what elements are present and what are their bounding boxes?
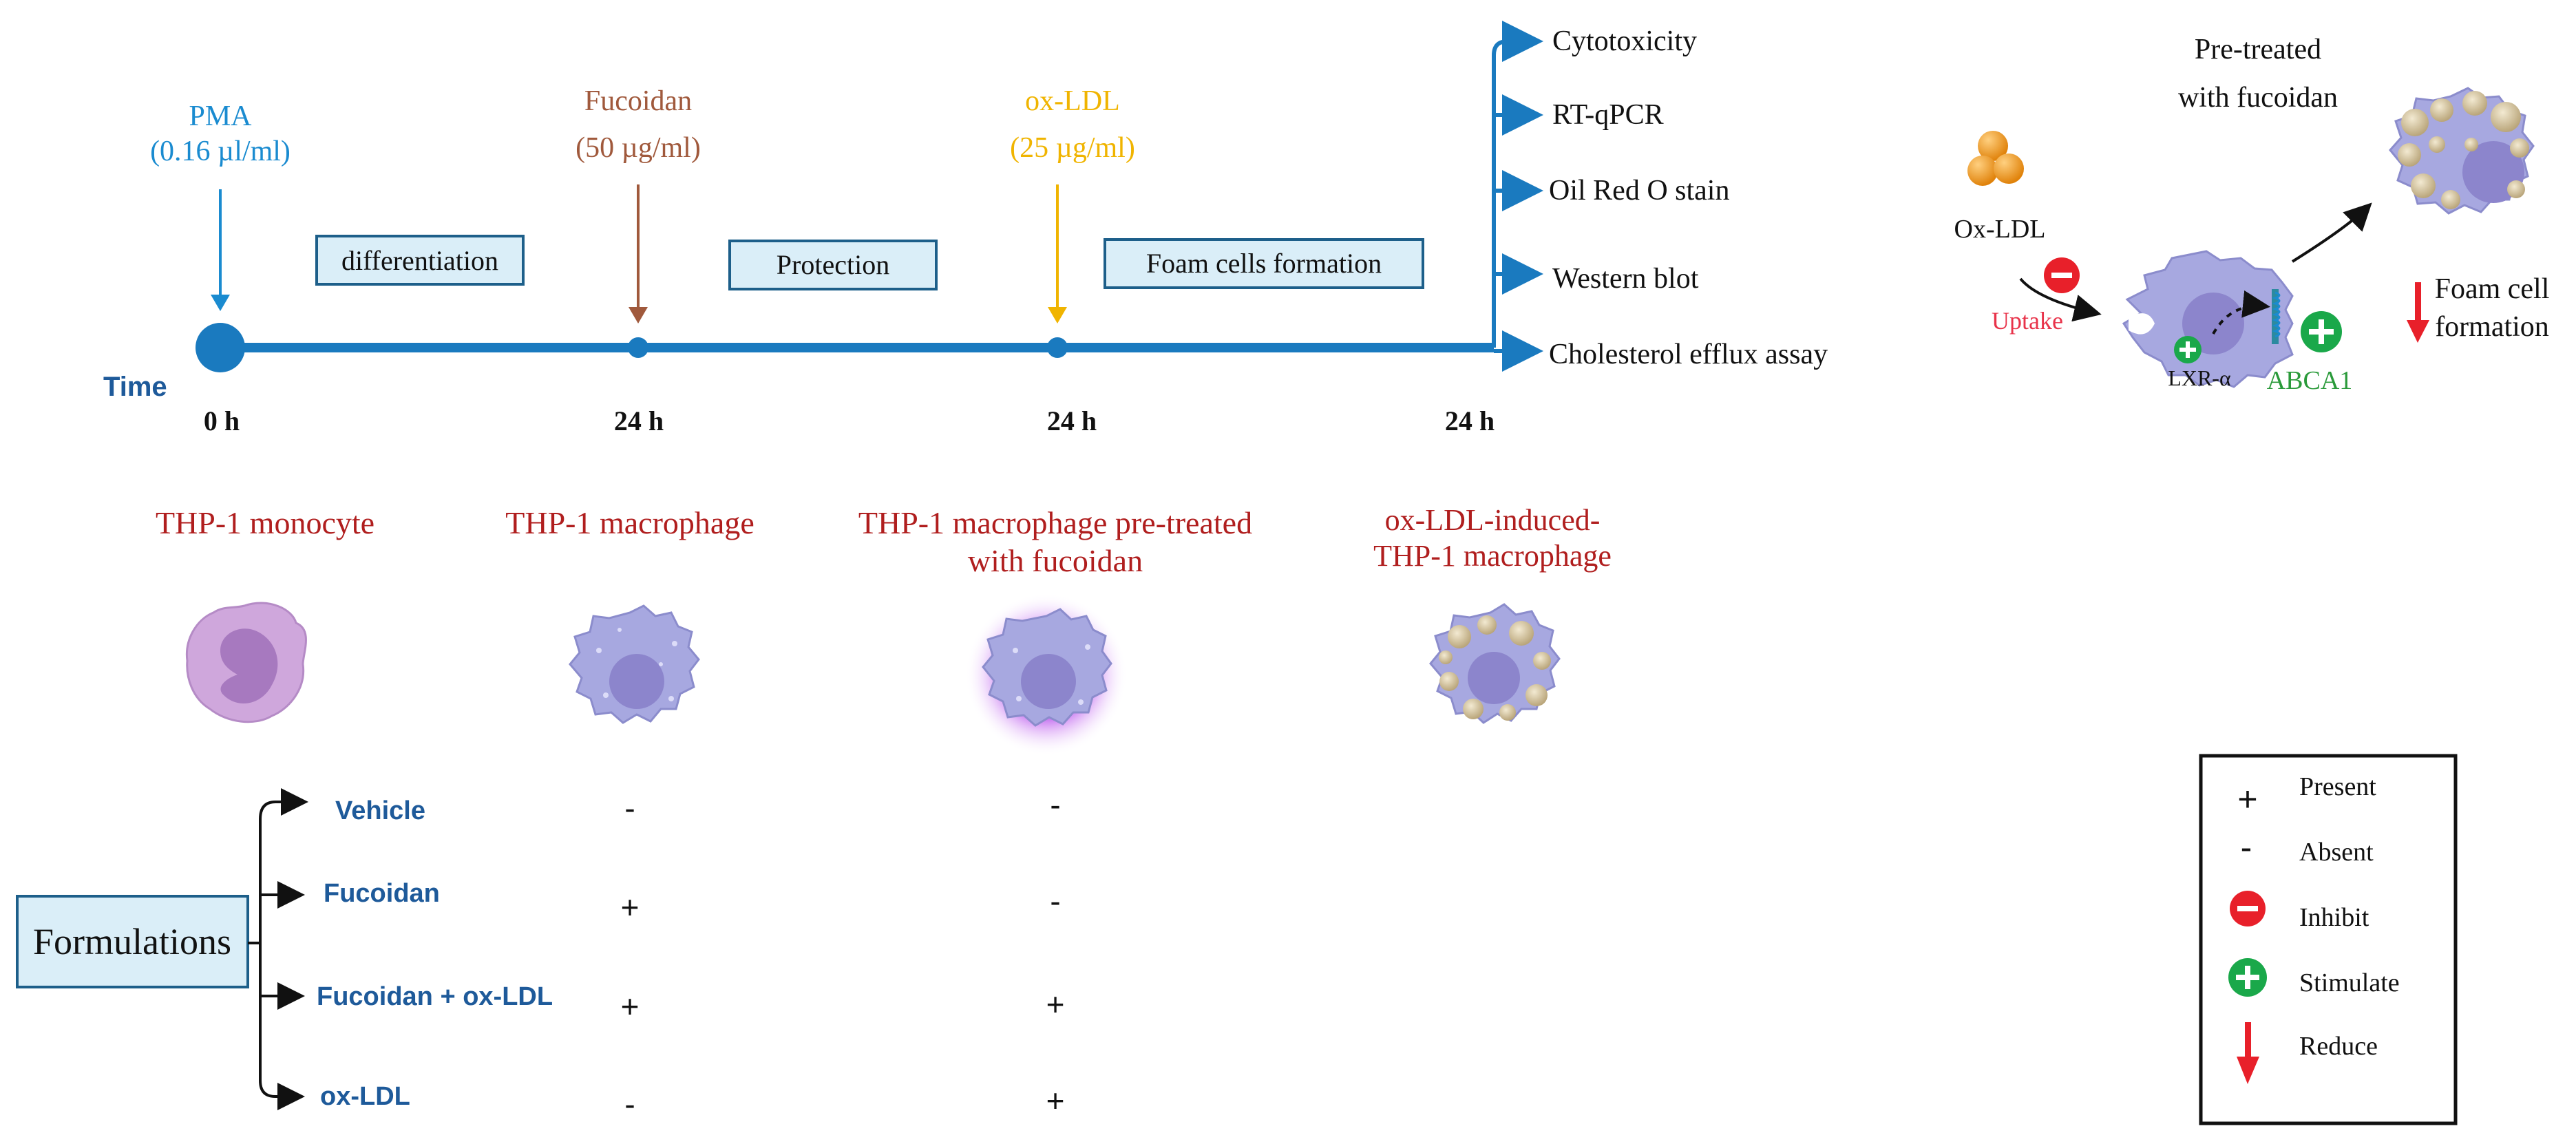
formulation-fucoidan-col2: -: [1050, 883, 1060, 919]
legend-inhibit-icon: [2230, 891, 2266, 926]
mechanism-result-line1: Foam cell: [2435, 273, 2550, 305]
formulation-oxldl-col1: -: [624, 1086, 635, 1122]
foam-cell-result-icon: [2389, 87, 2535, 215]
formulations-box: [16, 895, 249, 988]
assay-cytotoxicity: Cytotoxicity: [1552, 25, 1697, 57]
phase-differentiation-label: differentiation: [341, 245, 498, 276]
mechanism-uptake-label: Uptake: [1992, 307, 2063, 335]
mechanism-oxldl-label: Ox-LDL: [1954, 215, 2046, 244]
efflux-arrow: [2291, 202, 2372, 263]
legend-present-symbol: +: [2237, 780, 2257, 818]
event-oxldl-name: ox-LDL: [1025, 85, 1120, 117]
mechanism-lxr-label: LXR-α: [2168, 366, 2231, 390]
legend-present-label: Present: [2299, 772, 2376, 801]
phase-protection: Protection: [728, 240, 938, 290]
cell-label-oxldl-line1: ox-LDL-induced-: [1385, 503, 1601, 537]
uptake-arrow: [2019, 277, 2102, 322]
mechanism-title-line2: with fucoidan: [2178, 82, 2338, 114]
time-label: Time: [103, 372, 167, 402]
phase-protection-label: Protection: [777, 249, 889, 280]
phase-foam-cells-label: Foam cells formation: [1146, 248, 1382, 279]
legend-stimulate-label: Stimulate: [2299, 968, 2400, 997]
formulation-vehicle-label: Vehicle: [335, 796, 425, 825]
assay-oil-red-o: Oil Red O stain: [1549, 175, 1729, 206]
phase-differentiation: differentiation: [315, 235, 525, 286]
assay-western-blot: Western blot: [1552, 263, 1699, 295]
formulation-fucoidan-col1: +: [621, 889, 640, 925]
formulation-fucoidan-label: Fucoidan: [324, 879, 440, 908]
treated-macrophage-icon: [2122, 250, 2294, 388]
cell-label-oxldl-line2: THP-1 macrophage: [1373, 539, 1612, 573]
timeline-start-node: [196, 323, 245, 372]
legend-inhibit-label: Inhibit: [2299, 903, 2369, 932]
cell-label-monocyte: THP-1 monocyte: [156, 505, 374, 540]
stimulate-icon-abca1: [2301, 311, 2342, 352]
fucoidan-arrowhead: [629, 307, 648, 324]
reduce-arrow-icon: [2407, 282, 2429, 343]
pma-arrowhead: [211, 295, 230, 311]
inhibit-icon: [2044, 257, 2080, 293]
timeline-node-fucoidan: [628, 337, 648, 358]
assay-rtqpcr: RT-qPCR: [1552, 99, 1664, 131]
cell-label-pretreated-line1: THP-1 macrophage pre-treated: [858, 505, 1252, 540]
time-tick-1: 24 h: [614, 405, 664, 436]
timeline-node-oxldl: [1047, 337, 1068, 358]
time-tick-0: 0 h: [204, 405, 240, 436]
cell-labels: THP-1 monocyte THP-1 macrophage THP-1 ma…: [156, 503, 1612, 578]
mechanism-title-line1: Pre-treated: [2195, 34, 2321, 65]
glowing-macrophage-icon: [965, 593, 1128, 756]
mechanism-result-line2: formation: [2435, 311, 2549, 343]
formulation-fucoidan-oxldl-col2: +: [1046, 986, 1065, 1022]
legend-absent-symbol: -: [2241, 828, 2252, 867]
cell-label-macrophage: THP-1 macrophage: [505, 505, 754, 540]
formulations-title: Formulations: [33, 921, 231, 962]
formulation-oxldl-label: ox-LDL: [320, 1082, 410, 1111]
oxldl-particles-icon: [1967, 131, 2024, 186]
legend-absent-label: Absent: [2299, 838, 2374, 867]
abca1-transporter-icon: [2272, 289, 2281, 344]
assay-cholesterol-efflux: Cholesterol efflux assay: [1549, 339, 1828, 370]
formulations-section: Formulations Vehicle Fucoidan Fucoidan +…: [16, 787, 1065, 1122]
legend-stimulate-icon: [2228, 958, 2267, 997]
event-fucoidan-dose: (50 µg/ml): [576, 132, 701, 164]
oxldl-arrowhead: [1048, 307, 1067, 324]
event-pma-name: PMA: [189, 100, 252, 132]
formulations-bracket: [248, 801, 276, 1098]
mechanism-abca1-label: ABCA1: [2267, 366, 2353, 395]
timeline: Time PMA (0.16 µl/ml) Fucoidan (50 µg/ml…: [103, 21, 1828, 436]
formulation-vehicle-col1: -: [624, 790, 635, 826]
mechanism-panel: Pre-treated with fucoidan Ox-LDL Uptake: [1954, 34, 2550, 395]
formulation-fucoidan-oxldl-col1: +: [621, 988, 640, 1024]
event-pma-dose: (0.16 µl/ml): [150, 136, 291, 167]
stimulate-icon-lxr: [2174, 336, 2202, 363]
legend: + Present - Absent Inhibit Stimulate Red…: [2199, 754, 2458, 1125]
time-tick-2: 24 h: [1047, 405, 1097, 436]
assay-branch-trunk: [1492, 39, 1508, 348]
formulation-oxldl-col2: +: [1046, 1083, 1065, 1119]
formulation-fucoidan-oxldl-label: Fucoidan + ox-LDL: [317, 982, 553, 1011]
event-fucoidan-name: Fucoidan: [584, 85, 692, 117]
event-oxldl-dose: (25 µg/ml): [1010, 132, 1135, 164]
macrophage-icon: [569, 604, 700, 724]
phase-foam-cells: Foam cells formation: [1104, 238, 1424, 289]
legend-reduce-label: Reduce: [2299, 1032, 2378, 1061]
monocyte-icon: [185, 602, 307, 723]
time-tick-3: 24 h: [1445, 405, 1495, 436]
foam-cell-icon: [1429, 603, 1561, 724]
cell-label-pretreated-line2: with fucoidan: [968, 543, 1143, 578]
legend-reduce-icon: [2237, 1022, 2259, 1084]
formulation-vehicle-col2: -: [1050, 787, 1060, 823]
